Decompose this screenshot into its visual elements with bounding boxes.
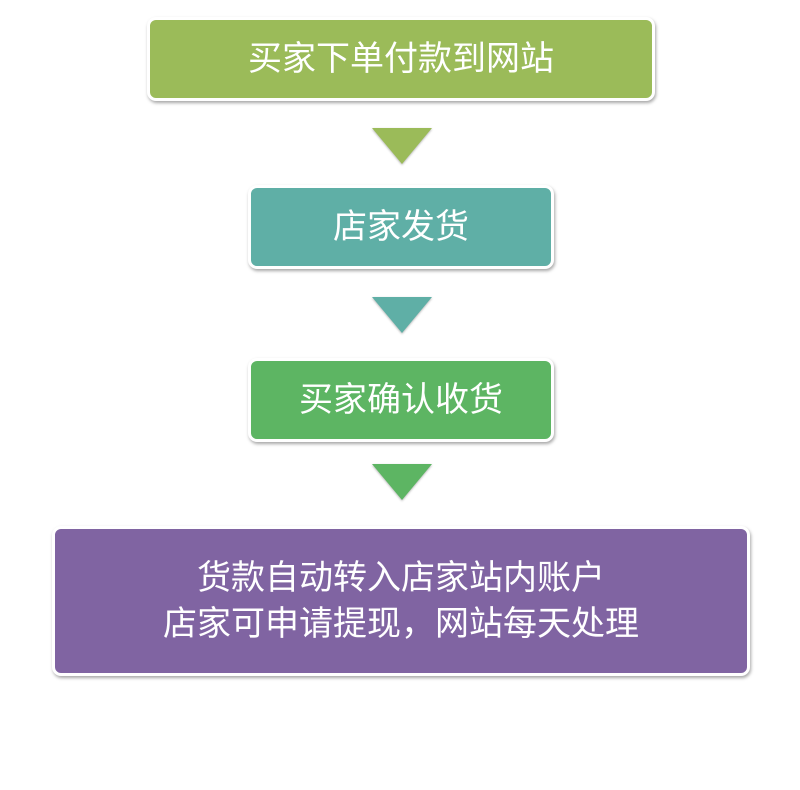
step-label: 买家确认收货 bbox=[299, 380, 503, 420]
step-seller-ships: 店家发货 bbox=[248, 185, 554, 269]
arrow-down-icon bbox=[372, 128, 432, 164]
step-label-line2: 店家可申请提现，网站每天处理 bbox=[163, 604, 639, 644]
arrow-down-icon bbox=[372, 297, 432, 333]
step-funds-transfer: 货款自动转入店家站内账户 店家可申请提现，网站每天处理 bbox=[52, 526, 750, 676]
step-label: 店家发货 bbox=[333, 207, 469, 247]
step-label-line1: 货款自动转入店家站内账户 bbox=[197, 558, 605, 598]
step-buyer-pays: 买家下单付款到网站 bbox=[147, 17, 655, 101]
arrow-down-icon bbox=[372, 464, 432, 500]
step-buyer-confirms: 买家确认收货 bbox=[248, 358, 554, 442]
step-label: 买家下单付款到网站 bbox=[248, 39, 554, 79]
